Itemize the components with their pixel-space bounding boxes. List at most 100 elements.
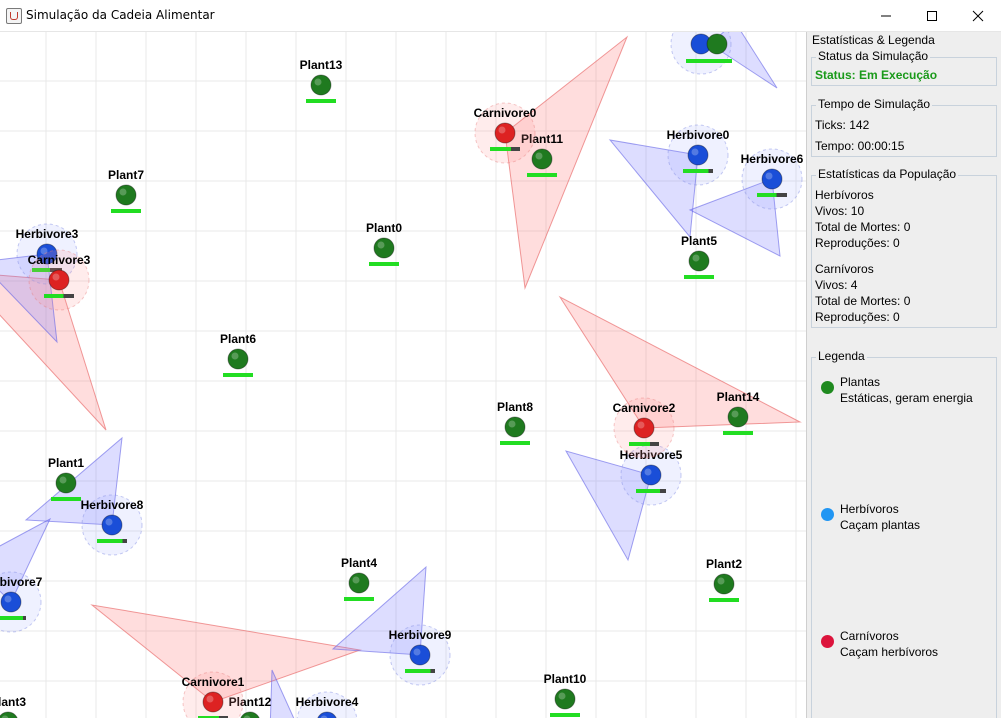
plant-plant8[interactable]: Plant8	[497, 400, 533, 445]
carnivore-highlight	[637, 421, 645, 429]
carnivore-carnivore1[interactable]: Carnivore1	[182, 671, 245, 718]
herbivore-body	[317, 711, 337, 718]
herbivore-range-ring	[296, 691, 358, 718]
carnivore-label: Carnivore2	[613, 401, 676, 415]
herbivore-energy-bar	[683, 169, 709, 173]
plant-label: Plant12	[229, 695, 272, 709]
plant-label: Plant8	[497, 400, 533, 414]
plant-plant3[interactable]: Plant3	[0, 695, 26, 718]
plant-energy-bar	[306, 99, 336, 103]
herbivore-herbivore8[interactable]: Herbivore8	[81, 494, 144, 556]
herbivore-energy-bar	[32, 268, 50, 272]
herbivore-label: Herbivore6	[741, 152, 804, 166]
time-group: Tempo de Simulação Ticks: 142 Tempo: 00:…	[811, 97, 997, 157]
carnivore-highlight	[498, 126, 506, 134]
plant-plant14[interactable]: Plant14	[717, 390, 760, 435]
plant-plant13[interactable]: Plant13	[300, 58, 343, 103]
plant-energy-bar	[723, 431, 753, 435]
simulation-svg: Plant13Plant11Plant7Plant0Plant5Plant6Pl…	[0, 32, 806, 718]
herbivore-offscreen-top[interactable]	[670, 32, 732, 75]
plant-highlight	[119, 188, 127, 196]
herbivore-herbivore3[interactable]: Herbivore3	[16, 223, 79, 285]
vision-cone-herbivore6	[688, 178, 781, 257]
carnivore-label: Carnivore3	[28, 253, 91, 267]
maximize-button[interactable]	[909, 0, 955, 31]
plant-highlight	[731, 410, 739, 418]
vision-cone-herbivore0	[608, 139, 699, 239]
java-cup-icon	[6, 8, 22, 24]
ticks-text: Ticks: 142	[815, 118, 870, 132]
plant-body	[554, 688, 576, 710]
herbivores-deaths: Total de Mortes: 0	[815, 220, 911, 234]
carnivore-body	[202, 691, 224, 713]
herbivore-herbivore7[interactable]: Herbivore7	[0, 571, 43, 633]
carnivores-heading: Carnívoros	[815, 262, 874, 276]
window-title: Simulação da Cadeia Alimentar	[26, 8, 215, 22]
herbivore-body	[640, 464, 662, 486]
herbivore-herbivore4[interactable]: Herbivore4	[296, 691, 359, 718]
plant-plant7[interactable]: Plant7	[108, 168, 144, 213]
panel-title: Estatísticas & Legenda	[812, 33, 935, 47]
carnivore-carnivore0[interactable]: Carnivore0	[474, 102, 537, 164]
plant-highlight	[692, 254, 700, 262]
herbivore-highlight	[644, 468, 652, 476]
carnivore-carnivore2[interactable]: Carnivore2	[613, 397, 676, 459]
plant-body	[227, 348, 249, 370]
plant-label: Plant1	[48, 456, 84, 470]
herbivore-herbivore5[interactable]: Herbivore5	[620, 444, 683, 506]
status-group-title: Status da Simulação	[816, 49, 931, 63]
plant-plant1[interactable]: Plant1	[48, 456, 84, 501]
time-group-title: Tempo de Simulação	[816, 97, 933, 111]
plant-label: Plant0	[366, 221, 402, 235]
plant-energy-bar	[550, 713, 580, 717]
plant-plant6[interactable]: Plant6	[220, 332, 256, 377]
plant-highlight	[231, 352, 239, 360]
carnivore-label: Carnivore1	[182, 675, 245, 689]
herbivore-label: Herbivore8	[81, 498, 144, 512]
plant-plant11[interactable]: Plant11	[521, 132, 563, 177]
close-button[interactable]	[955, 0, 1001, 31]
plant-plant12[interactable]: Plant12	[229, 695, 272, 718]
stats-panel: Estatísticas & Legenda Status da Simulaç…	[807, 32, 1001, 718]
carnivore-carnivore3[interactable]: Carnivore3	[28, 249, 91, 311]
plant-plant0[interactable]: Plant0	[366, 221, 402, 266]
plant-label: Plant11	[521, 132, 563, 146]
herbivore-highlight	[4, 595, 12, 603]
plant-body	[531, 148, 553, 170]
herbivore-highlight	[40, 247, 48, 255]
herbivore-body	[0, 591, 22, 613]
legend-herbivore-desc: Caçam plantas	[840, 518, 921, 532]
plant-energy-bar	[223, 373, 253, 377]
herbivore-energy-bar	[97, 539, 123, 543]
plant-plant5[interactable]: Plant5	[681, 234, 717, 279]
herbivore-body	[36, 243, 58, 265]
legend-plant-dot	[821, 381, 834, 394]
plant-energy-bar	[684, 275, 714, 279]
plant-plant4[interactable]: Plant4	[341, 556, 377, 601]
herbivore-highlight	[413, 648, 421, 656]
plant-plant10[interactable]: Plant10	[544, 672, 587, 717]
carnivore-highlight	[52, 273, 60, 281]
herbivore-label: Herbivore3	[16, 227, 79, 241]
herbivore-label: Herbivore5	[620, 448, 683, 462]
plant-body	[373, 237, 395, 259]
herbivore-herbivore6[interactable]: Herbivore6	[741, 148, 804, 210]
plant-label: Plant14	[717, 390, 760, 404]
plant-highlight	[59, 476, 67, 484]
plant-plant2[interactable]: Plant2	[706, 557, 742, 602]
herbivore-highlight	[765, 172, 773, 180]
plant-label: Plant3	[0, 695, 26, 709]
carnivore-energy-bar	[44, 294, 64, 298]
herbivore-highlight	[320, 715, 328, 718]
herbivore-label: Herbivore9	[389, 628, 452, 642]
legend-herbivore-name: Herbívoros	[840, 502, 899, 516]
herbivore-herbivore0[interactable]: Herbivore0	[667, 124, 730, 186]
herbivore-highlight	[105, 518, 113, 526]
vision-cone-herbivore7	[0, 517, 52, 603]
legend-carnivore-desc: Caçam herbívoros	[840, 645, 939, 659]
minimize-button[interactable]	[863, 0, 909, 31]
carnivores-deaths: Total de Mortes: 0	[815, 294, 911, 308]
herbivore-herbivore9[interactable]: Herbivore9	[389, 624, 452, 686]
vision-cone-carnivore2	[558, 295, 802, 429]
